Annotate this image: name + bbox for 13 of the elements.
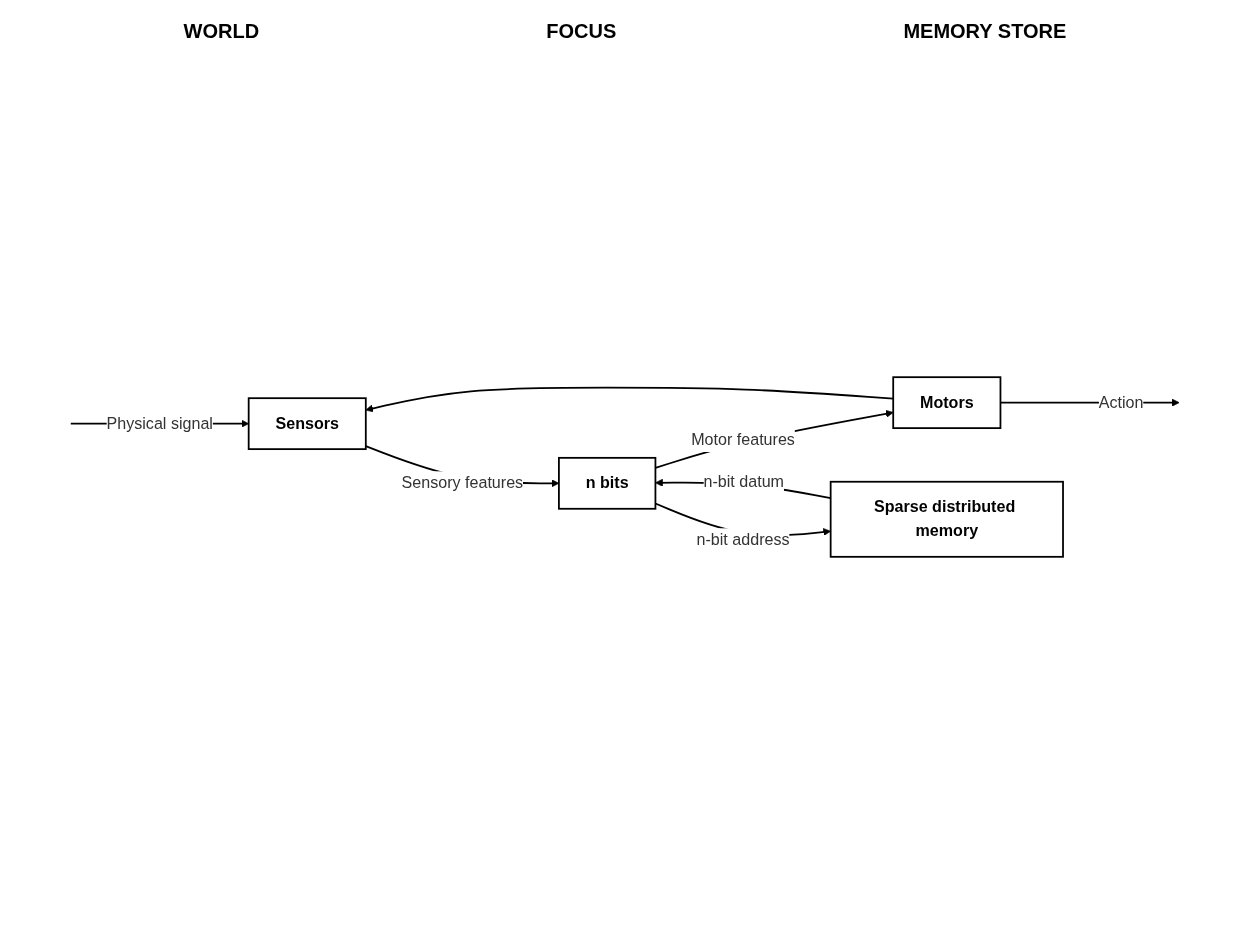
- column-heading: MEMORY STORE: [903, 20, 1067, 43]
- column-heading: WORLD: [183, 20, 260, 43]
- edge-label: Sensory features: [401, 473, 524, 492]
- node-box: n bits: [558, 456, 657, 510]
- column-heading: FOCUS: [546, 20, 617, 43]
- node-box: Sparse distributed memory: [829, 480, 1064, 558]
- edge-label: Physical signal: [106, 414, 213, 433]
- edge-label: Motor features: [691, 430, 795, 449]
- edge-label: n-bit address: [696, 530, 790, 549]
- edge-label: n-bit datum: [703, 472, 784, 491]
- node-box: Motors: [892, 376, 1002, 429]
- node-box: Sensors: [247, 397, 367, 451]
- edge-label: Action: [1098, 393, 1144, 412]
